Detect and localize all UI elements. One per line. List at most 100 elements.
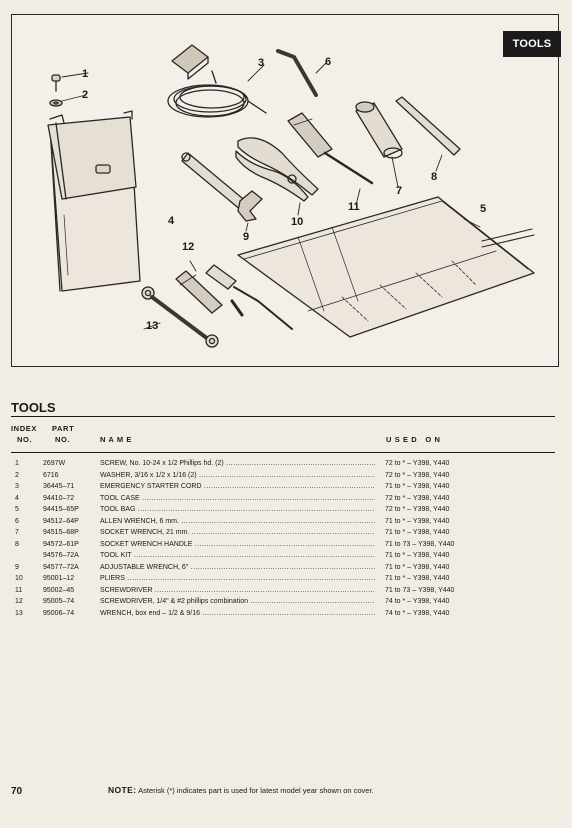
table-row: 12 95005–74 SCREWDRIVER, 1/4" & #2 phillip… bbox=[0, 596, 572, 607]
row-part-number: 2697W bbox=[43, 460, 66, 467]
row-name: ADJUSTABLE WRENCH, 6" bbox=[100, 562, 375, 573]
row-name: SCREWDRIVER bbox=[100, 585, 375, 596]
row-part-number: 6716 bbox=[43, 471, 59, 479]
header-part-line1: PART bbox=[52, 424, 75, 433]
row-part-number: 95006–74 bbox=[43, 609, 75, 617]
row-name-text: TOOL BAG bbox=[100, 506, 375, 513]
row-name: TOOL CASE bbox=[100, 493, 375, 504]
row-part-number: 94576–72A bbox=[43, 552, 79, 559]
row-name: TOOL KIT bbox=[100, 550, 375, 561]
row-name: SOCKET WRENCH HANDLE bbox=[100, 539, 375, 550]
row-used-on: 72 to * – Y398, Y440 bbox=[385, 460, 450, 467]
row-index: 1 bbox=[15, 460, 19, 467]
row-index: 6 bbox=[15, 517, 19, 525]
callout-6: 6 bbox=[325, 56, 332, 68]
callout-4: 4 bbox=[168, 215, 175, 227]
row-index: 8 bbox=[15, 540, 19, 548]
row-part-number: 94572–61P bbox=[43, 540, 79, 548]
row-used-on: 71 to * – Y398, Y440 bbox=[385, 529, 450, 536]
row-used-on: 74 to * – Y398, Y440 bbox=[385, 609, 450, 617]
socket-handle-drawing bbox=[395, 96, 461, 172]
row-used-on: 71 to 73 – Y398, Y440 bbox=[385, 586, 455, 594]
header-name: N A M E bbox=[100, 435, 132, 444]
row-index: 7 bbox=[15, 529, 19, 536]
row-name-text: SCREW, No. 10-24 x 1/2 Phillips hd. (2) bbox=[100, 460, 375, 467]
tool-case-drawing bbox=[237, 196, 535, 338]
screw-drawing bbox=[51, 72, 89, 92]
row-name-text: TOOL KIT bbox=[100, 552, 375, 559]
row-index: 12 bbox=[15, 598, 23, 605]
row-used-on: 72 to * – Y398, Y440 bbox=[385, 471, 450, 479]
row-name: SOCKET WRENCH, 21 mm. bbox=[100, 527, 375, 538]
row-part-number: 94577–72A bbox=[43, 563, 79, 571]
callout-3: 3 bbox=[258, 57, 265, 69]
box-wrench-drawing bbox=[141, 286, 219, 348]
row-name: SCREW, No. 10-24 x 1/2 Phillips hd. (2) bbox=[100, 458, 375, 469]
callout-2: 2 bbox=[82, 89, 89, 101]
tools-badge: TOOLS bbox=[503, 31, 561, 57]
washer-drawing bbox=[49, 94, 87, 107]
note-label: NOTE: bbox=[108, 785, 137, 795]
callout-13: 13 bbox=[146, 320, 159, 332]
row-index: 3 bbox=[15, 483, 19, 490]
callout-9: 9 bbox=[243, 231, 250, 243]
header-index-line1: INDEX bbox=[11, 424, 37, 433]
note-text: Asterisk (*) indicates part is used for … bbox=[136, 786, 374, 795]
row-used-on: 71 to 73 – Y398, Y440 bbox=[385, 540, 455, 548]
header-part-line2: NO. bbox=[55, 435, 71, 444]
row-name-text: TOOL CASE bbox=[100, 495, 375, 502]
table-row: 2 6716 WASHER, 3/16 x 1/2 x 1/16 (2) 72 to … bbox=[0, 470, 572, 481]
callout-10: 10 bbox=[291, 216, 304, 228]
table-row: 9 94577–72A ADJUSTABLE WRENCH, 6" 71 to * –… bbox=[0, 562, 572, 573]
callout-5: 5 bbox=[480, 203, 487, 215]
exploded-view-drawing bbox=[47, 44, 535, 348]
table-row: 7 94515–68P SOCKET WRENCH, 21 mm. 71 to * –… bbox=[0, 527, 572, 538]
header-bottom-rule bbox=[11, 452, 555, 453]
row-name: SCREWDRIVER, 1/4" & #2 phillips combinat… bbox=[100, 596, 375, 607]
header-top-rule bbox=[11, 416, 555, 417]
row-name-text: ADJUSTABLE WRENCH, 6" bbox=[100, 564, 375, 571]
row-part-number: 36445–71 bbox=[43, 483, 75, 490]
row-index: 11 bbox=[15, 586, 23, 594]
row-name: ALLEN WRENCH, 6 mm. bbox=[100, 516, 375, 527]
row-name-text: SOCKET WRENCH HANDLE bbox=[100, 541, 375, 548]
row-index: 10 bbox=[15, 575, 23, 582]
row-used-on: 71 to * – Y398, Y440 bbox=[385, 575, 450, 582]
row-part-number: 95002–45 bbox=[43, 586, 75, 594]
row-name-text: EMERGENCY STARTER CORD bbox=[100, 483, 375, 490]
row-name-text: WASHER, 3/16 x 1/2 x 1/16 (2) bbox=[100, 472, 375, 479]
row-index: 4 bbox=[15, 494, 19, 502]
table-row: 8 94572–61P SOCKET WRENCH HANDLE 71 to 73 –… bbox=[0, 539, 572, 550]
row-used-on: 71 to * – Y398, Y440 bbox=[385, 563, 450, 571]
allen-wrench-drawing bbox=[276, 49, 327, 97]
tools-illustration: 1 2 3 4 5 6 7 8 9 10 11 12 13 bbox=[11, 14, 559, 367]
row-used-on: 71 to * – Y398, Y440 bbox=[385, 517, 450, 525]
row-part-number: 94515–68P bbox=[43, 529, 79, 536]
row-part-number: 95001–12 bbox=[43, 575, 75, 582]
callout-12: 12 bbox=[182, 241, 195, 253]
row-name: EMERGENCY STARTER CORD bbox=[100, 481, 375, 492]
row-used-on: 72 to * – Y398, Y440 bbox=[385, 494, 450, 502]
row-used-on: 74 to * – Y398, Y440 bbox=[385, 598, 450, 605]
tool-bag-drawing bbox=[47, 110, 141, 292]
header-used-on: U S E D O N bbox=[386, 435, 441, 444]
row-part-number: 95005–74 bbox=[43, 598, 75, 605]
row-index: 2 bbox=[15, 471, 19, 479]
callout-1: 1 bbox=[82, 68, 89, 80]
adjustable-wrench-drawing bbox=[181, 152, 263, 232]
footer-note: NOTE: Asterisk (*) indicates part is use… bbox=[108, 785, 374, 795]
row-index: 9 bbox=[15, 563, 19, 571]
row-name-text: ALLEN WRENCH, 6 mm. bbox=[100, 518, 375, 525]
table-row: 94576–72A TOOL KIT 71 to * – Y398, Y440 bbox=[0, 550, 572, 561]
table-row: 11 95002–45 SCREWDRIVER 71 to 73 – Y398, Y4… bbox=[0, 585, 572, 596]
row-index: 5 bbox=[15, 506, 19, 513]
row-used-on: 71 to * – Y398, Y440 bbox=[385, 552, 450, 559]
row-part-number: 94410–72 bbox=[43, 494, 75, 502]
section-title: TOOLS bbox=[11, 400, 56, 415]
row-name: TOOL BAG bbox=[100, 504, 375, 515]
row-used-on: 72 to * – Y398, Y440 bbox=[385, 506, 450, 513]
